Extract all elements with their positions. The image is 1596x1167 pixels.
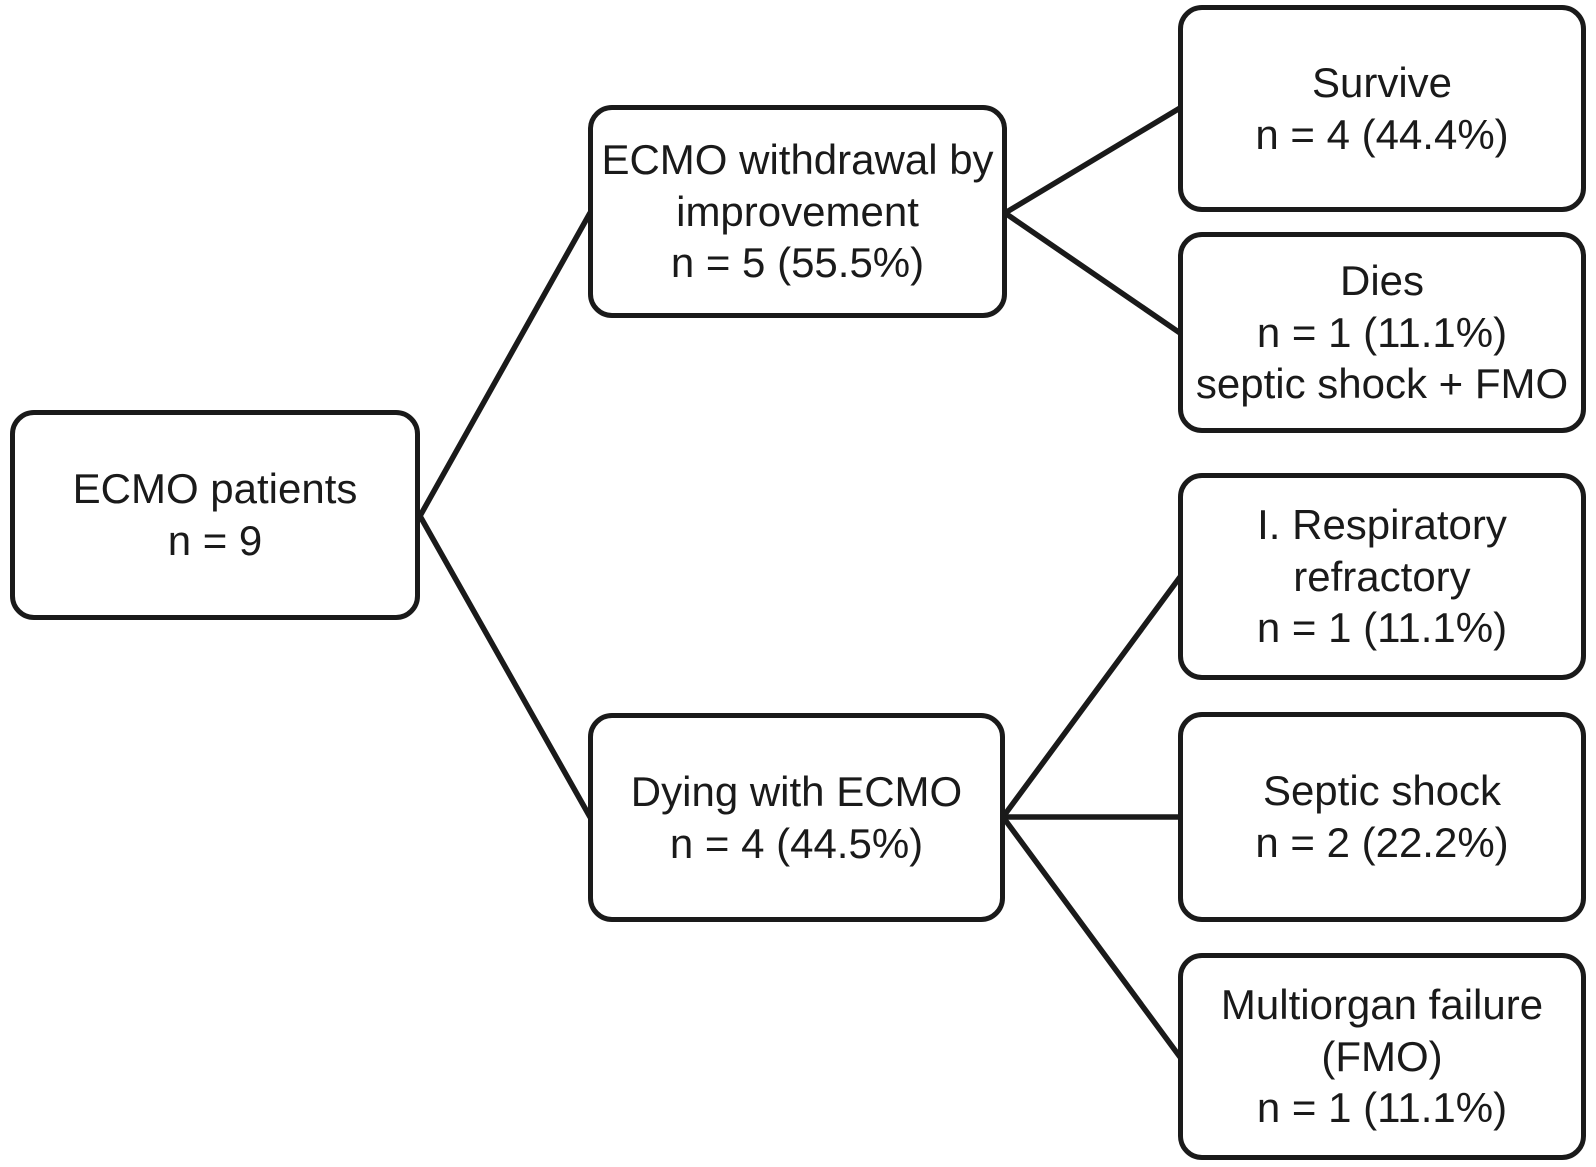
node-ecmo-withdrawal: ECMO withdrawal by improvement n = 5 (55… [588, 105, 1007, 318]
node-text-line: ECMO patients [72, 465, 358, 513]
node-text-line: I. Respiratory [1257, 501, 1507, 549]
node-text-line: n = 1 (11.1%) [1256, 604, 1508, 652]
node-text-line: ECMO withdrawal by [601, 136, 994, 184]
connector-dying-to-multiorgan-failure [1000, 814, 1183, 1060]
node-respiratory-refractory: I. Respiratory refractory n = 1 (11.1%) [1178, 473, 1586, 680]
node-text-line: Septic shock [1262, 767, 1502, 815]
node-text: I. Respiratory refractory n = 1 (11.1%) [1257, 499, 1507, 654]
connector-dying-to-respiratory [1000, 574, 1183, 820]
node-text: Multiorgan failure (FMO) n = 1 (11.1%) [1221, 979, 1543, 1134]
node-text-line: n = 5 (55.5%) [670, 239, 925, 287]
node-text: Dies n = 1 (11.1%) septic shock + FMO [1196, 255, 1568, 410]
node-dying-with-ecmo: Dying with ECMO n = 4 (44.5%) [588, 713, 1005, 922]
node-ecmo-patients: ECMO patients n = 9 [10, 410, 420, 620]
node-text-line: Multiorgan failure [1220, 981, 1544, 1029]
node-text-line: n = 4 (44.4%) [1255, 110, 1509, 158]
node-survive: Survive n = 4 (44.4%) [1178, 5, 1586, 212]
connector-withdrawal-to-survive [1002, 105, 1183, 216]
node-text-line: Survive [1311, 58, 1453, 106]
node-text-line: n = 1 (11.1%) [1256, 308, 1508, 356]
node-text-line: improvement [676, 187, 919, 235]
node-text: ECMO withdrawal by improvement n = 5 (55… [601, 134, 993, 289]
node-text-line: (FMO) [1321, 1032, 1443, 1080]
connector-ecmo-patients-to-dying [417, 513, 593, 820]
node-text: Septic shock n = 2 (22.2%) [1255, 765, 1508, 868]
node-text-line: septic shock + FMO [1195, 360, 1569, 408]
node-multiorgan-failure: Multiorgan failure (FMO) n = 1 (11.1%) [1178, 953, 1586, 1160]
node-dies: Dies n = 1 (11.1%) septic shock + FMO [1178, 232, 1586, 433]
node-septic-shock: Septic shock n = 2 (22.2%) [1178, 712, 1586, 922]
node-text-line: Dying with ECMO [630, 767, 963, 815]
node-text-line: refractory [1293, 552, 1471, 600]
node-text: Dying with ECMO n = 4 (44.5%) [631, 766, 962, 869]
node-text-line: n = 9 [167, 517, 263, 564]
node-text-line: Dies [1339, 257, 1425, 305]
node-text: ECMO patients n = 9 [73, 463, 358, 566]
node-text-line: n = 1 (11.1%) [1256, 1084, 1508, 1132]
node-text-line: n = 4 (44.5%) [669, 819, 924, 867]
connector-ecmo-patients-to-withdrawal [417, 210, 593, 519]
node-text: Survive n = 4 (44.4%) [1255, 57, 1508, 160]
node-text-line: n = 2 (22.2%) [1255, 819, 1509, 866]
connector-withdrawal-to-dies [1002, 210, 1183, 336]
